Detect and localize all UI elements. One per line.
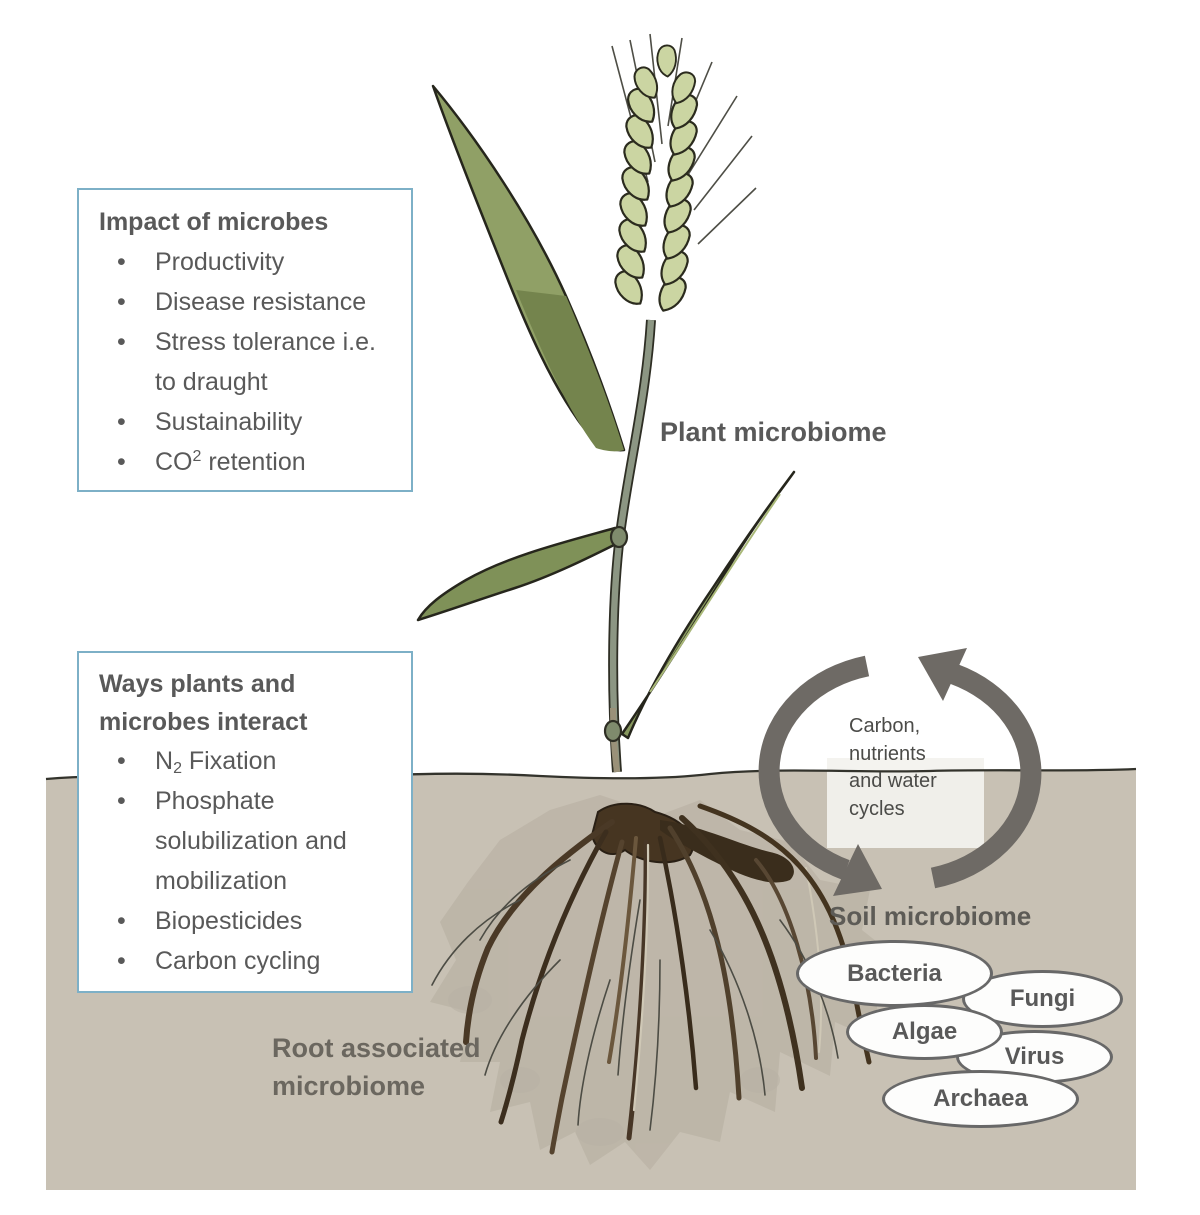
bacteria-label: Bacteria: [847, 959, 942, 987]
bacteria-bubble: Bacteria: [796, 940, 993, 1007]
list-item: CO2 retention: [99, 442, 395, 482]
list-item: Carbon cycling: [99, 941, 395, 981]
nutrient-cycle-arrows-icon: [758, 648, 1042, 896]
root-system-illustration: [431, 802, 872, 1155]
list-item: N2 Fixation: [99, 741, 395, 781]
ways-box-title-line: Ways plants and: [99, 670, 296, 698]
list-item-text: Carbon cycling: [155, 947, 321, 975]
list-item: Stress tolerance i.e. to draught: [99, 322, 395, 402]
list-item: Sustainability: [99, 402, 395, 442]
subscript: 2: [173, 760, 182, 777]
list-item-text: mobilization: [155, 867, 288, 895]
root-microbiome-label-line: Root associated: [272, 1033, 481, 1063]
ways-box-list: N2 Fixation Phosphate solubilization and…: [99, 741, 395, 981]
root-associated-microbiome-label: Root associated microbiome: [272, 1029, 502, 1105]
list-item-text: CO: [155, 448, 193, 476]
impact-box-list: Productivity Disease resistance Stress t…: [99, 242, 395, 482]
list-item-text: to draught: [155, 368, 268, 396]
list-item-text: Productivity: [155, 248, 285, 276]
wheat-ear: [609, 44, 703, 317]
list-item-text: Phosphate: [155, 787, 275, 815]
cycle-text-panel: [827, 758, 984, 848]
list-item: Productivity: [99, 242, 395, 282]
nutrient-cycle-label: Carbon, nutrients and water cycles: [849, 713, 937, 823]
nutrient-cycle-label-line: and water: [849, 770, 937, 792]
virus-label: Virus: [1004, 1043, 1065, 1070]
soil-microbiome-label: Soil microbiome: [829, 901, 1032, 931]
plant-microbiome-label: Plant microbiome: [660, 417, 887, 447]
list-item: Biopesticides: [99, 901, 395, 941]
list-item: Disease resistance: [99, 282, 395, 322]
ways-plants-microbes-interact-box: Ways plants and microbes interact N2 Fix…: [77, 651, 413, 993]
list-item: Phosphate solubilization and mobilizatio…: [99, 781, 395, 901]
list-item-text: Sustainability: [155, 408, 303, 436]
root-microbiome-label-line: microbiome: [272, 1071, 426, 1101]
archaea-bubble: Archaea: [882, 1070, 1079, 1128]
nutrient-cycle-label-line: Carbon,: [849, 715, 921, 737]
wheat-plant-illustration: [416, 33, 796, 773]
impact-of-microbes-box: Impact of microbes Productivity Disease …: [77, 188, 413, 492]
list-item-text: solubilization and: [155, 827, 347, 855]
superscript: 2: [192, 448, 202, 465]
list-item-text: N: [155, 747, 174, 775]
archaea-label: Archaea: [933, 1085, 1028, 1112]
nutrient-cycle-label-line: nutrients: [849, 742, 926, 765]
algae-bubble: Algae: [846, 1004, 1003, 1060]
impact-box-title: Impact of microbes: [99, 208, 329, 236]
nutrient-cycle-label-line: cycles: [849, 797, 905, 820]
fungi-label: Fungi: [1009, 985, 1076, 1012]
ways-box-title: Ways plants and microbes interact: [99, 665, 395, 741]
list-item-text: retention: [201, 448, 306, 476]
list-item-text: Stress tolerance i.e.: [155, 328, 376, 356]
ways-box-title-line: microbes interact: [99, 708, 308, 736]
list-item-text: Disease resistance: [155, 288, 367, 316]
list-item-text: Biopesticides: [155, 907, 303, 935]
algae-label: Algae: [891, 1018, 958, 1045]
list-item-text: Fixation: [181, 747, 277, 775]
